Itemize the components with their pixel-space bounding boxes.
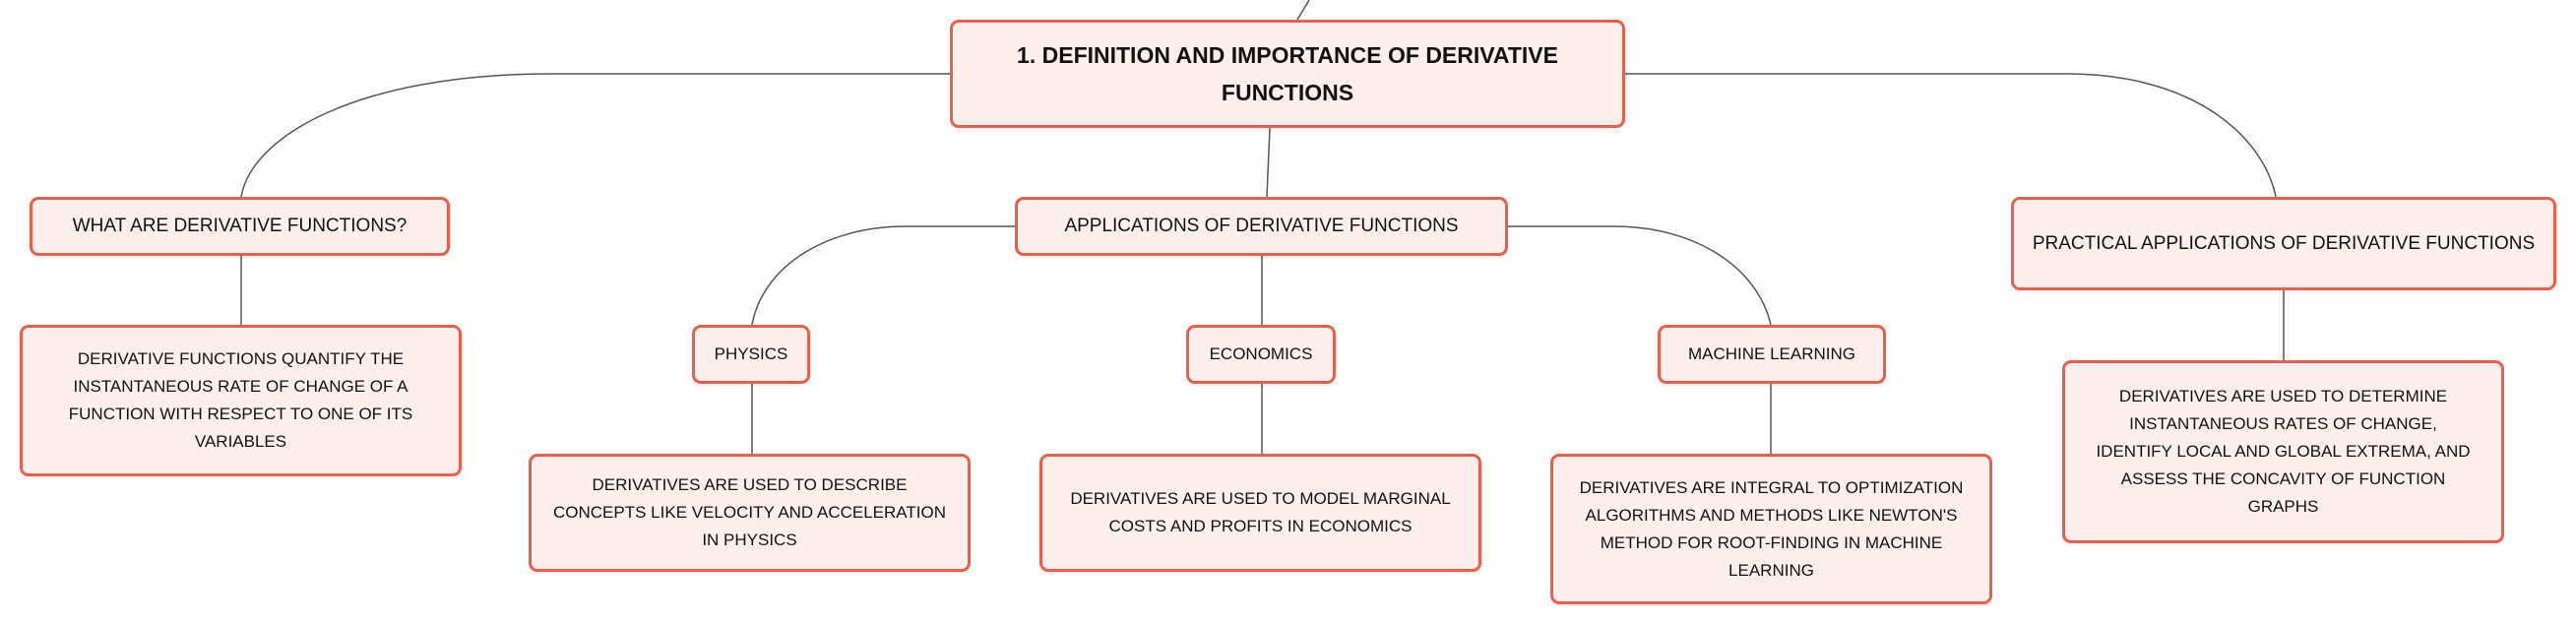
node-label: APPLICATIONS OF DERIVATIVE FUNCTIONS <box>1064 216 1459 236</box>
node-label: DERIVATIVES ARE USED TO DESCRIBE CONCEPT… <box>553 475 946 549</box>
node-practical-detail[interactable]: DERIVATIVES ARE USED TO DETERMINE INSTAN… <box>2062 360 2504 543</box>
root-title: 1. DEFINITION AND IMPORTANCE OF DERIVATI… <box>1017 42 1558 105</box>
node-physics[interactable]: PHYSICS <box>692 325 810 384</box>
connector-root-practical <box>1625 73 2277 198</box>
node-what-are-derivative-functions[interactable]: WHAT ARE DERIVATIVE FUNCTIONS? <box>30 197 450 256</box>
node-economics[interactable]: ECONOMICS <box>1186 325 1336 384</box>
connector-apps-physics <box>751 225 1015 326</box>
node-label: DERIVATIVES ARE USED TO DETERMINE INSTAN… <box>2096 387 2471 516</box>
node-label: ECONOMICS <box>1209 344 1313 363</box>
node-practical-applications[interactable]: PRACTICAL APPLICATIONS OF DERIVATIVE FUN… <box>2011 197 2556 290</box>
node-physics-detail[interactable]: DERIVATIVES ARE USED TO DESCRIBE CONCEPT… <box>529 454 971 572</box>
node-machine-learning[interactable]: MACHINE LEARNING <box>1658 325 1886 384</box>
connector-parent <box>1296 0 1310 21</box>
node-economics-detail[interactable]: DERIVATIVES ARE USED TO MODEL MARGINAL C… <box>1039 454 1481 572</box>
node-label: MACHINE LEARNING <box>1687 344 1856 363</box>
node-label: DERIVATIVES ARE INTEGRAL TO OPTIMIZATION… <box>1579 477 1964 580</box>
node-label: PHYSICS <box>714 344 788 363</box>
node-label: WHAT ARE DERIVATIVE FUNCTIONS? <box>72 216 408 236</box>
connector-apps-ml <box>1508 225 1772 326</box>
node-ml-detail[interactable]: DERIVATIVES ARE INTEGRAL TO OPTIMIZATION… <box>1550 454 1992 604</box>
node-label: PRACTICAL APPLICATIONS OF DERIVATIVE FUN… <box>2032 232 2536 254</box>
node-applications[interactable]: APPLICATIONS OF DERIVATIVE FUNCTIONS <box>1015 197 1508 256</box>
node-label: DERIVATIVES ARE USED TO MODEL MARGINAL C… <box>1070 489 1451 535</box>
connector-root-what <box>240 73 950 198</box>
root-node[interactable]: 1. DEFINITION AND IMPORTANCE OF DERIVATI… <box>950 20 1625 128</box>
node-label: DERIVATIVE FUNCTIONS QUANTIFY THE INSTAN… <box>68 349 413 451</box>
connector-root-apps <box>1266 127 1271 198</box>
node-what-detail[interactable]: DERIVATIVE FUNCTIONS QUANTIFY THE INSTAN… <box>20 325 462 476</box>
